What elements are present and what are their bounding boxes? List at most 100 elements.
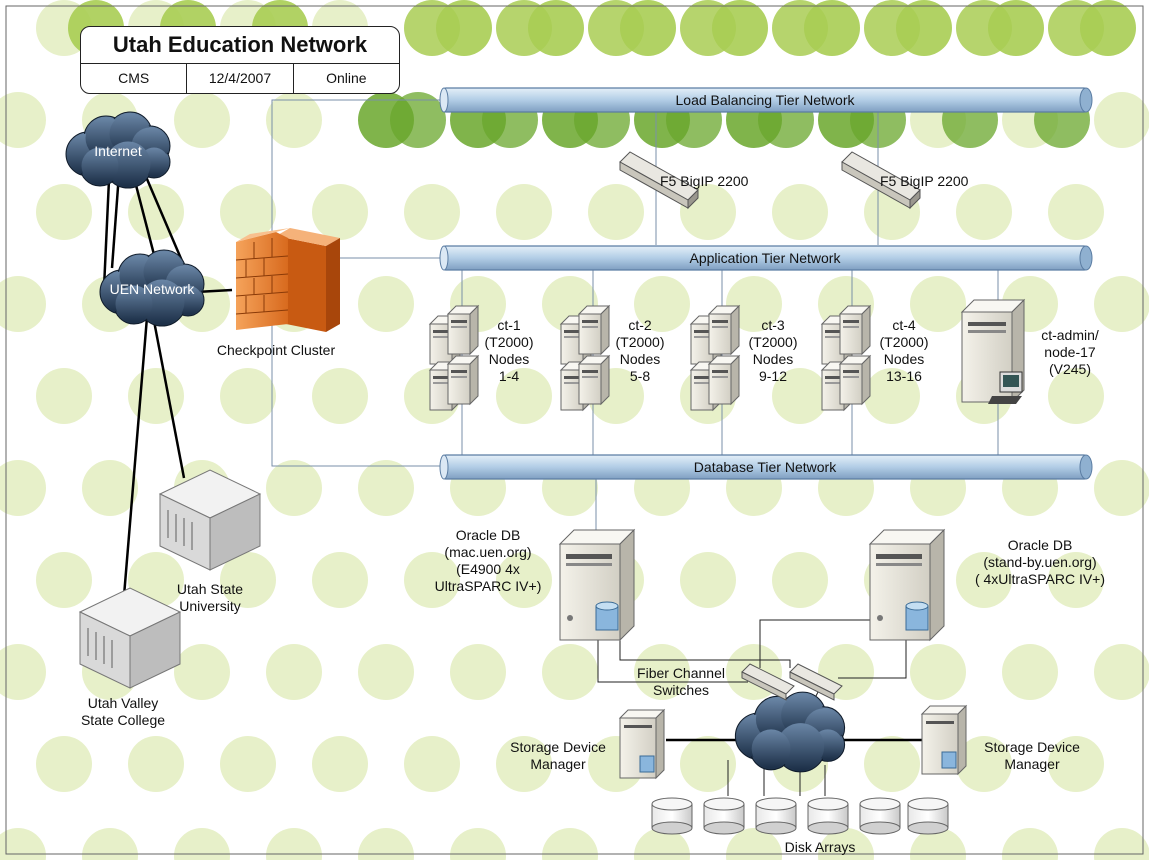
background-dot (772, 368, 828, 424)
background-dot (588, 184, 644, 240)
background-dot (956, 736, 1012, 792)
oracle-db-label-1: Oracle DB (mac.uen.org) (E4900 4x UltraS… (435, 527, 542, 594)
svg-text:ct-2: ct-2 (628, 317, 652, 333)
background-dot (620, 0, 676, 56)
svg-text:(stand-by.uen.org): (stand-by.uen.org) (983, 554, 1096, 570)
background-dot (496, 184, 552, 240)
internet-cloud-icon: Internet (65, 111, 171, 189)
background-dot (266, 460, 322, 516)
svg-text:13-16: 13-16 (886, 368, 922, 384)
svg-text:University: University (179, 598, 240, 614)
load-balancer-icon-2 (841, 151, 921, 210)
cluster-label-ct-2: ct-2 (T2000) Nodes 5-8 (615, 317, 664, 384)
background-dot (36, 736, 92, 792)
svg-text:(T2000): (T2000) (615, 334, 664, 350)
background-dot (358, 644, 414, 700)
background-dot (82, 828, 138, 860)
background-dot (358, 276, 414, 332)
background-dot (1048, 736, 1104, 792)
background-dot (312, 736, 368, 792)
background-dot (220, 368, 276, 424)
background-dot (726, 828, 782, 860)
background-dot (1048, 552, 1104, 608)
background-dot (542, 644, 598, 700)
firewall-icon (235, 228, 340, 332)
background-dot (528, 0, 584, 56)
load-balancer-icon-1 (619, 151, 699, 210)
title-field-project: CMS (81, 64, 188, 93)
internet-cloud-label: Internet (94, 143, 142, 159)
svg-text:9-12: 9-12 (759, 368, 787, 384)
disk-arrays (651, 797, 949, 835)
svg-text:Nodes: Nodes (489, 351, 529, 367)
background-dot (220, 184, 276, 240)
oracle-db-server-icon-1 (558, 528, 636, 642)
app-cluster-icon-2 (559, 304, 611, 412)
background-dot (864, 736, 920, 792)
storage-manager-icon-1 (618, 708, 666, 780)
background-dot (1080, 0, 1136, 56)
background-dot (496, 552, 552, 608)
background-dot (404, 184, 460, 240)
svg-text:Nodes: Nodes (620, 351, 660, 367)
background-dot (712, 0, 768, 56)
svg-text:Utah Valley: Utah Valley (88, 695, 159, 711)
background-dot (818, 828, 874, 860)
svg-text:Switches: Switches (653, 682, 709, 698)
background-dot (404, 736, 460, 792)
background-dot (220, 552, 276, 608)
background-dot (896, 0, 952, 56)
load-balancer-label-2: F5 BigIP 2200 (880, 173, 969, 189)
background-dot (36, 368, 92, 424)
svg-text:Storage Device: Storage Device (510, 739, 606, 755)
svg-text:(E4900 4x: (E4900 4x (456, 561, 520, 577)
background-dot (266, 92, 322, 148)
background-dot (772, 552, 828, 608)
app-cluster-icon-4 (820, 304, 872, 412)
background-dot (1094, 460, 1149, 516)
svg-text:ct-1: ct-1 (497, 317, 521, 333)
background-dot (174, 828, 230, 860)
background-dot (634, 828, 690, 860)
background-dot (988, 0, 1044, 56)
background-dot (82, 460, 138, 516)
background-dot (1002, 644, 1058, 700)
svg-text:ct-4: ct-4 (892, 317, 916, 333)
background-dot (312, 552, 368, 608)
background-dot (1094, 828, 1149, 860)
background-dot (496, 368, 552, 424)
svg-text:(V245): (V245) (1049, 361, 1091, 377)
disk-icon-2 (703, 797, 745, 835)
background-dot (266, 828, 322, 860)
background-dot (36, 184, 92, 240)
svg-text:ct-admin/: ct-admin/ (1041, 327, 1099, 343)
building-icon-uvsc (78, 587, 182, 689)
disk-icon-3 (755, 797, 797, 835)
background-dot (1094, 644, 1149, 700)
title-block: Utah Education Network CMS 12/4/2007 Onl… (80, 26, 400, 94)
background-dot (0, 828, 46, 860)
load-balancing-tier-bus: Load Balancing Tier Network (439, 87, 1093, 113)
svg-text:( 4xUltraSPARC IV+): ( 4xUltraSPARC IV+) (975, 571, 1105, 587)
campus-label-uvsc: Utah Valley State College (81, 695, 165, 728)
background-dot (1094, 276, 1149, 332)
background-dot (174, 644, 230, 700)
disk-arrays-label: Disk Arrays (785, 839, 856, 855)
svg-text:(T2000): (T2000) (484, 334, 533, 350)
diagram-labels: F5 BigIP 2200 F5 BigIP 2200 Checkpoint C… (81, 173, 1105, 855)
database-tier-bus: Database Tier Network (439, 454, 1093, 480)
diagram-frame (5, 5, 1144, 855)
background-dot (450, 828, 506, 860)
svg-text:Oracle DB: Oracle DB (1008, 537, 1073, 553)
building-icon-usu (158, 469, 262, 571)
fiber-switch-icon-1 (741, 663, 795, 701)
app-server-clusters (428, 304, 872, 412)
disk-icon-1 (651, 797, 693, 835)
oracle-db-label-2: Oracle DB (stand-by.uen.org) ( 4xUltraSP… (975, 537, 1105, 587)
background-dot (496, 736, 552, 792)
cluster-label-ct-1: ct-1 (T2000) Nodes 1-4 (484, 317, 533, 384)
campus-label-usu: Utah State University (177, 581, 243, 614)
background-dot (266, 644, 322, 700)
